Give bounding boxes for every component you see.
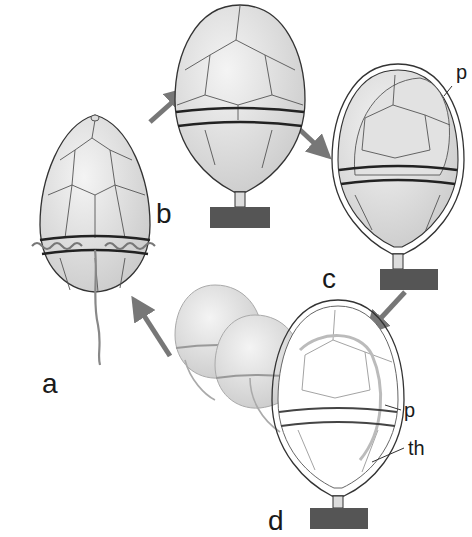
panel-label: th — [408, 438, 425, 458]
pellicle-cell — [332, 64, 464, 290]
panel-label: c — [322, 265, 336, 293]
leader-line — [372, 448, 404, 462]
motile-cell — [32, 115, 155, 365]
empty-theca — [272, 300, 404, 529]
leader-line — [444, 86, 452, 96]
panel-label: d — [268, 507, 284, 535]
panel-label: b — [156, 200, 172, 228]
leader-line — [385, 405, 401, 410]
attached-cell — [175, 5, 305, 228]
panel-label: p — [456, 62, 467, 82]
panel-label: p — [404, 400, 415, 420]
panel-label: a — [42, 370, 58, 398]
